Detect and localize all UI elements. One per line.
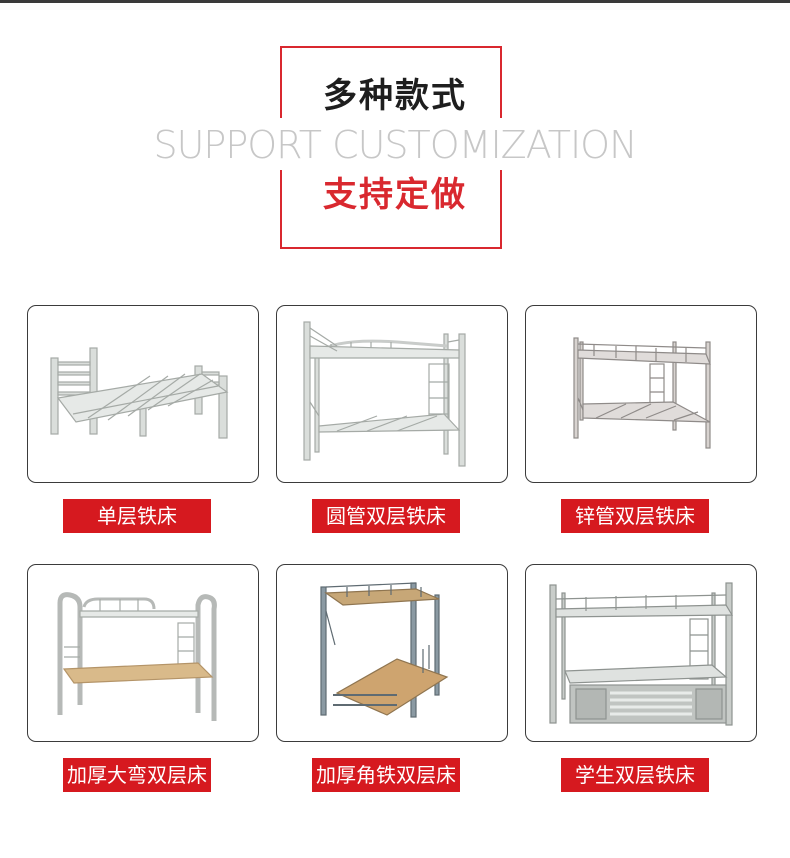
student-bunk-bed-icon [549,582,734,726]
product-card-thick-curved-bunk[interactable] [27,564,259,742]
hero-tagline: 支持定做 [323,175,467,215]
product-card-zinc-tube-bunk[interactable] [525,305,757,483]
product-card-round-tube-bunk[interactable] [276,305,508,483]
product-label: 锌管双层铁床 [561,499,709,533]
top-divider [0,0,790,3]
hero-band [160,118,630,170]
product-card-single-bed[interactable] [27,305,259,483]
thick-angle-iron-bunk-bed-icon [320,582,449,718]
product-label: 圆管双层铁床 [312,499,460,533]
product-label: 单层铁床 [63,499,211,533]
product-card-student-bunk[interactable] [525,564,757,742]
hero-subtitle: SUPPORT CUSTOMIZATION [153,123,637,167]
product-label: 加厚大弯双层床 [63,758,211,792]
hero-title: 多种款式 [323,76,467,116]
zinc-tube-bunk-bed-icon [573,337,711,449]
product-card-thick-angle-iron-bunk[interactable] [276,564,508,742]
single-iron-bed-icon [50,347,229,439]
product-label: 加厚角铁双层床 [312,758,460,792]
product-label: 学生双层铁床 [561,758,709,792]
thick-curved-bunk-bed-icon [57,592,217,721]
round-tube-bunk-bed-icon [303,321,466,467]
